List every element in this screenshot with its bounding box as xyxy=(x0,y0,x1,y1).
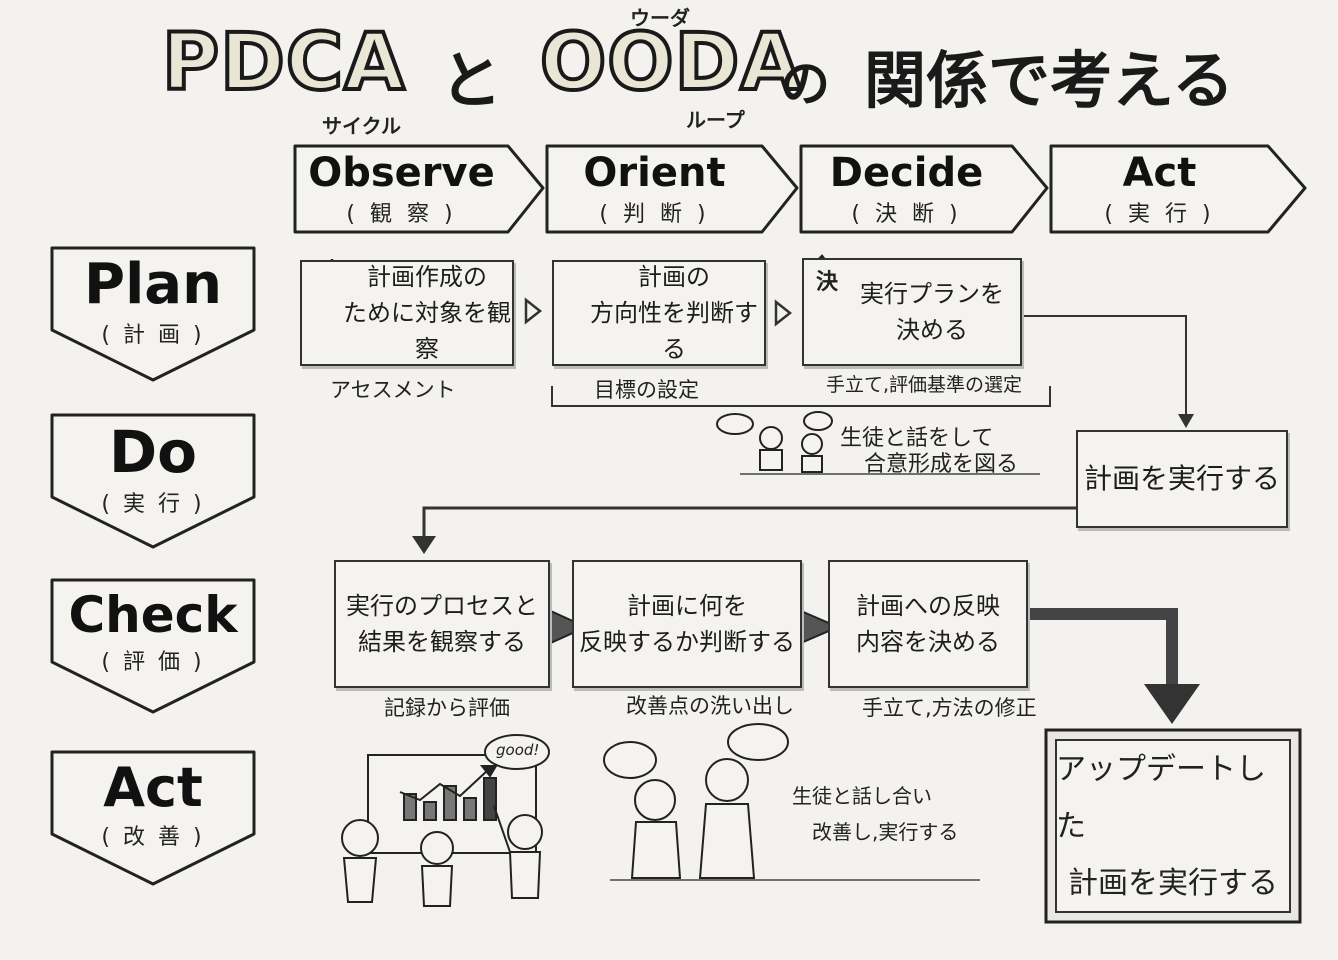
do-talk-line1: 生徒と話をして xyxy=(840,426,994,451)
audience-figures xyxy=(341,805,543,907)
ooda-phase-en: Orient xyxy=(583,150,726,196)
plan-bracket xyxy=(551,386,1051,407)
pdca-phase-check: Check ( 評 価 ) xyxy=(52,586,254,676)
ooda-phase-jp: ( 実 行 ) xyxy=(1104,202,1215,227)
ooda-chevron-observe xyxy=(293,144,545,234)
talking-students-figure xyxy=(716,411,833,473)
speech-bubble-good: good! xyxy=(496,741,540,759)
check-orient-box: 計画に何を 反映するか判断する xyxy=(572,560,802,688)
ooda-phase-jp: ( 判 断 ) xyxy=(599,202,710,227)
box-line: 結果を観察する xyxy=(358,628,526,656)
box-line: 実行プランを xyxy=(860,280,1004,308)
ooda-chevron-orient xyxy=(545,144,799,234)
flow-line-to-check xyxy=(422,506,1076,542)
pdca-phase-jp: ( 評 価 ) xyxy=(101,650,205,675)
pdca-phase-plan: Plan ( 計 画 ) xyxy=(52,252,254,349)
box-line: ために対象を観察 xyxy=(343,299,511,363)
pdca-phase-jp: ( 計 画 ) xyxy=(101,323,205,348)
check-caption-improve: 改善点の洗い出し xyxy=(626,694,794,718)
update-line1: アップデートした xyxy=(1056,751,1266,844)
plan-arrow-1 xyxy=(524,297,543,325)
ooda-phase-en: Act xyxy=(1122,150,1197,196)
plan-caption-goal: 目標の設定 xyxy=(594,378,699,402)
ooda-chevron-decide xyxy=(799,144,1049,234)
box-line: 決める xyxy=(896,316,968,344)
box-line: 内容を決める xyxy=(856,628,1000,656)
flow-line-to-execute xyxy=(1022,315,1187,422)
ooda-phase-decide: Decide ( 決 断 ) xyxy=(801,150,1012,228)
plan-orient-box: 計画の 方向性を判断する xyxy=(552,260,766,366)
flow-arrow-to-update xyxy=(1026,608,1178,690)
title-ruby-loop: ループ xyxy=(686,108,745,132)
ooda-phase-jp: ( 観 察 ) xyxy=(346,202,457,227)
check-caption-method: 手立て,方法の修正 xyxy=(862,696,1037,720)
pdca-pentagon-check xyxy=(50,578,256,714)
title-ruby-cycle: サイクル xyxy=(322,114,401,138)
pdca-pentagon-act xyxy=(50,750,256,886)
title-ruby-ooda: ウーダ xyxy=(630,6,690,30)
ooda-phase-act: Act ( 実 行 ) xyxy=(1051,150,1268,228)
pdca-pentagon-plan xyxy=(50,246,256,382)
ooda-phase-observe: Observe ( 観 察 ) xyxy=(295,150,508,228)
do-talk-line2: 合意形成を図る xyxy=(864,452,1019,477)
box-line: 方向性を判断する xyxy=(590,299,758,363)
check-observe-box: 実行のプロセスと 結果を観察する xyxy=(334,560,550,688)
plan-observe-box: 計画作成の ために対象を観察 xyxy=(300,260,514,366)
pdca-pentagon-do xyxy=(50,413,256,549)
box-line: 実行のプロセスと xyxy=(346,592,538,620)
ooda-phase-en: Decide xyxy=(829,150,984,196)
student-teacher-figure xyxy=(603,723,789,879)
box-line: 反映するか判断する xyxy=(579,628,795,656)
pdca-phase-en: Check xyxy=(68,586,238,644)
title-pdca: PDCA xyxy=(160,16,407,110)
update-line2: 計画を実行する xyxy=(1068,865,1278,901)
ooda-chevron-act xyxy=(1049,144,1307,234)
check-decide-box: 計画への反映 内容を決める xyxy=(828,560,1028,688)
pdca-phase-jp: ( 改 善 ) xyxy=(101,825,205,850)
ooda-phase-jp: ( 決 断 ) xyxy=(851,202,962,227)
box-line: 計画の xyxy=(638,263,710,291)
pdca-phase-en: Act xyxy=(103,756,203,819)
act-talk-line2: 改善し,実行する xyxy=(812,820,959,844)
pdca-phase-do: Do ( 実 行 ) xyxy=(52,418,254,518)
act-talk-line1: 生徒と話し合い xyxy=(792,784,932,808)
pdca-phase-en: Do xyxy=(109,418,197,486)
presentation-board-figure xyxy=(367,734,550,854)
update-box: アップデートした 計画を実行する xyxy=(1056,740,1290,912)
box-line: 計画に何を xyxy=(627,592,747,620)
plan-caption-assessment: アセスメント xyxy=(330,378,456,402)
pdca-phase-jp: ( 実 行 ) xyxy=(101,492,205,517)
title-no: の xyxy=(780,55,830,113)
ooda-phase-en: Observe xyxy=(308,150,495,196)
title-ooda: OODA xyxy=(538,16,803,110)
pdca-phase-en: Plan xyxy=(84,252,222,317)
plan-decide-box: 実行プランを 決める xyxy=(802,258,1022,366)
pdca-phase-act: Act ( 改 善 ) xyxy=(52,756,254,851)
decide-stamp-text: 決 xyxy=(816,270,839,295)
box-line: 計画作成の xyxy=(367,263,487,291)
ooda-phase-orient: Orient ( 判 断 ) xyxy=(547,150,762,228)
plan-arrow-2 xyxy=(774,299,793,327)
title-to: と xyxy=(440,44,503,117)
title-kankei: 関係で考える xyxy=(864,44,1235,117)
box-line: 計画への反映 xyxy=(856,592,1000,620)
check-caption-record: 記録から評価 xyxy=(384,696,510,720)
plan-caption-criteria: 手立て,評価基準の選定 xyxy=(826,374,1023,396)
do-execute-box: 計画を実行する xyxy=(1076,430,1288,528)
